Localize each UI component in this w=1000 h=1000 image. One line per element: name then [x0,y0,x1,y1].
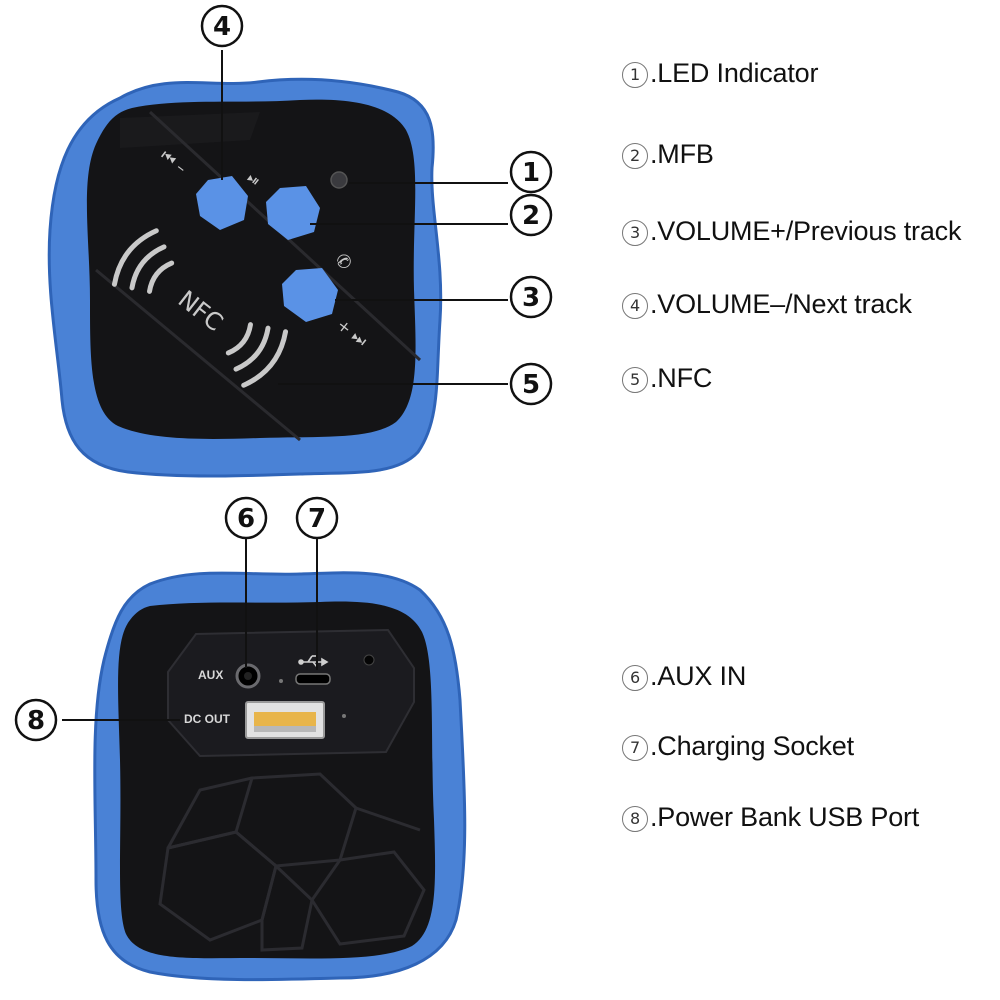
callout-3: 3 [509,275,553,319]
legend-item-led: 1.LED Indicator [622,58,818,89]
callout-5: 5 [509,362,553,406]
callout-2: 2 [509,193,553,237]
legend-item-volume-minus: 4.VOLUME–/Next track [622,289,912,320]
aux-status-dot [279,679,283,683]
hex-pattern [158,772,426,952]
legend-text: .LED Indicator [650,58,819,88]
callout-6: 6 [224,496,268,540]
svg-text:7: 7 [308,504,326,534]
leader-lines [62,50,508,721]
front-body-bevel [120,112,260,148]
legend-number: 5 [622,367,648,393]
legend-item-volume-plus: 3.VOLUME+/Previous track [622,216,961,247]
legend-text: .Power Bank USB Port [650,802,920,832]
svg-text:2: 2 [522,201,540,231]
callout-4: 4 [200,4,244,48]
legend-number: 8 [622,806,648,832]
legend-number: 4 [622,293,648,319]
legend-number: 3 [622,220,648,246]
volume-minus-button[interactable] [196,176,248,230]
svg-text:1: 1 [522,158,540,188]
legend-text: .MFB [650,139,714,169]
legend-number: 7 [622,735,648,761]
micro-usb-socket[interactable] [295,673,331,685]
legend-item-mfb: 2.MFB [622,139,714,170]
legend-text: .VOLUME+/Previous track [650,216,962,246]
legend-item-power-bank-usb: 8.Power Bank USB Port [622,802,919,833]
legend-item-charging-socket: 7.Charging Socket [622,731,854,762]
legend-text: .AUX IN [650,661,747,691]
legend-number: 1 [622,62,648,88]
port-panel [167,628,415,758]
legend-text: .NFC [650,363,713,393]
volume-plus-button[interactable] [282,268,338,322]
callout-7: 7 [295,496,339,540]
nfc-logo [111,228,289,388]
aux-jack-core [244,672,252,680]
usb-icon [298,655,329,668]
svg-text:4: 4 [213,12,231,42]
led-indicator [330,171,348,189]
mfb-button[interactable] [266,186,320,240]
usb-a-tongue [254,712,316,726]
front-view: ⏮ – ⏯ ✆ + ⏭ NFC [47,77,443,478]
callout-1: 1 [509,150,553,194]
svg-text:5: 5 [522,370,540,400]
legend-text: .Charging Socket [650,731,854,761]
legend-number: 6 [622,665,648,691]
legend-number: 2 [622,143,648,169]
dc-out-dot [342,714,346,718]
charge-led [363,654,375,666]
aux-label: AUX [198,668,223,682]
svg-text:6: 6 [237,504,255,534]
svg-text:3: 3 [522,283,540,313]
back-view: AUX DC OUT [93,571,467,982]
svg-text:8: 8 [27,706,45,736]
legend-text: .VOLUME–/Next track [650,289,912,319]
usb-a-inner [254,726,316,732]
legend-item-nfc: 5.NFC [622,363,712,394]
dc-out-label: DC OUT [184,712,231,726]
legend-item-aux-in: 6.AUX IN [622,661,746,692]
front-seam-lower [95,268,301,442]
callout-8: 8 [14,698,58,742]
